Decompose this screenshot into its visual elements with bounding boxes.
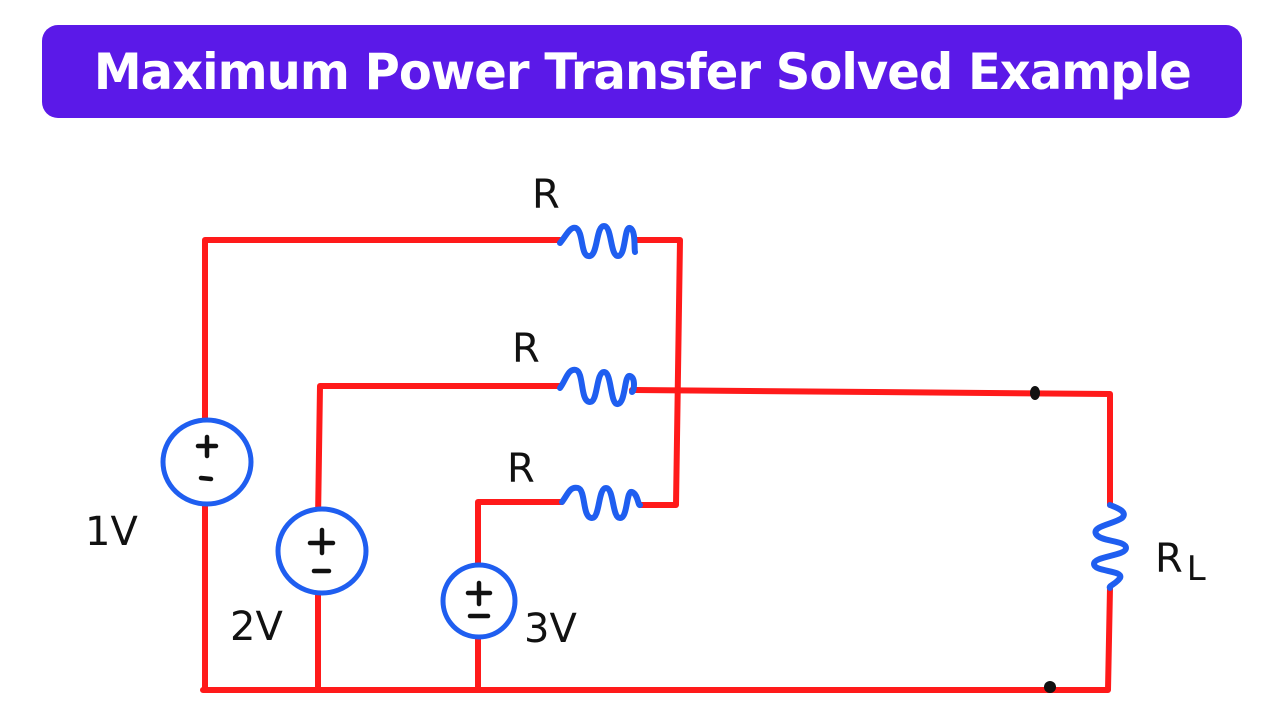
resistor-bottom bbox=[559, 484, 643, 521]
resistor-load-label-main: R bbox=[1155, 536, 1183, 582]
resistor-top bbox=[557, 223, 638, 259]
voltage-source-2v bbox=[275, 506, 369, 596]
terminal-a-dot bbox=[1030, 386, 1040, 400]
source-3v-label: 3V bbox=[524, 606, 577, 652]
plus-sign-icon bbox=[307, 527, 336, 556]
resistor-bottom-label: R bbox=[507, 446, 535, 492]
wire-middle-branch bbox=[315, 383, 563, 523]
source-1v-label: 1V bbox=[85, 509, 138, 555]
source-2v-label: 2V bbox=[230, 604, 283, 650]
terminal-b-dot bbox=[1044, 681, 1056, 693]
wire-ground-rail bbox=[200, 585, 1113, 693]
page-title: Maximum Power Transfer Solved Example bbox=[93, 42, 1192, 101]
wire-top-right bbox=[632, 237, 683, 508]
wires bbox=[200, 237, 1113, 693]
voltage-source-3v bbox=[440, 562, 518, 640]
minus-sign-icon bbox=[198, 475, 214, 482]
resistor-load bbox=[1091, 502, 1129, 591]
voltage-source-1v bbox=[160, 417, 254, 507]
wire-bottom-branch bbox=[475, 499, 565, 573]
wire-middle-right bbox=[629, 387, 1113, 508]
plus-sign-icon bbox=[465, 580, 493, 607]
resistor-middle-label: R bbox=[512, 326, 540, 372]
resistor-load-label-subscript: L bbox=[1187, 549, 1206, 589]
plus-sign-icon bbox=[195, 434, 219, 459]
title-banner: Maximum Power Transfer Solved Example bbox=[42, 25, 1242, 118]
wire-top-branch bbox=[202, 237, 563, 508]
resistor-top-label: R bbox=[532, 172, 560, 218]
source-ring bbox=[160, 417, 254, 507]
resistor-middle bbox=[557, 366, 637, 407]
